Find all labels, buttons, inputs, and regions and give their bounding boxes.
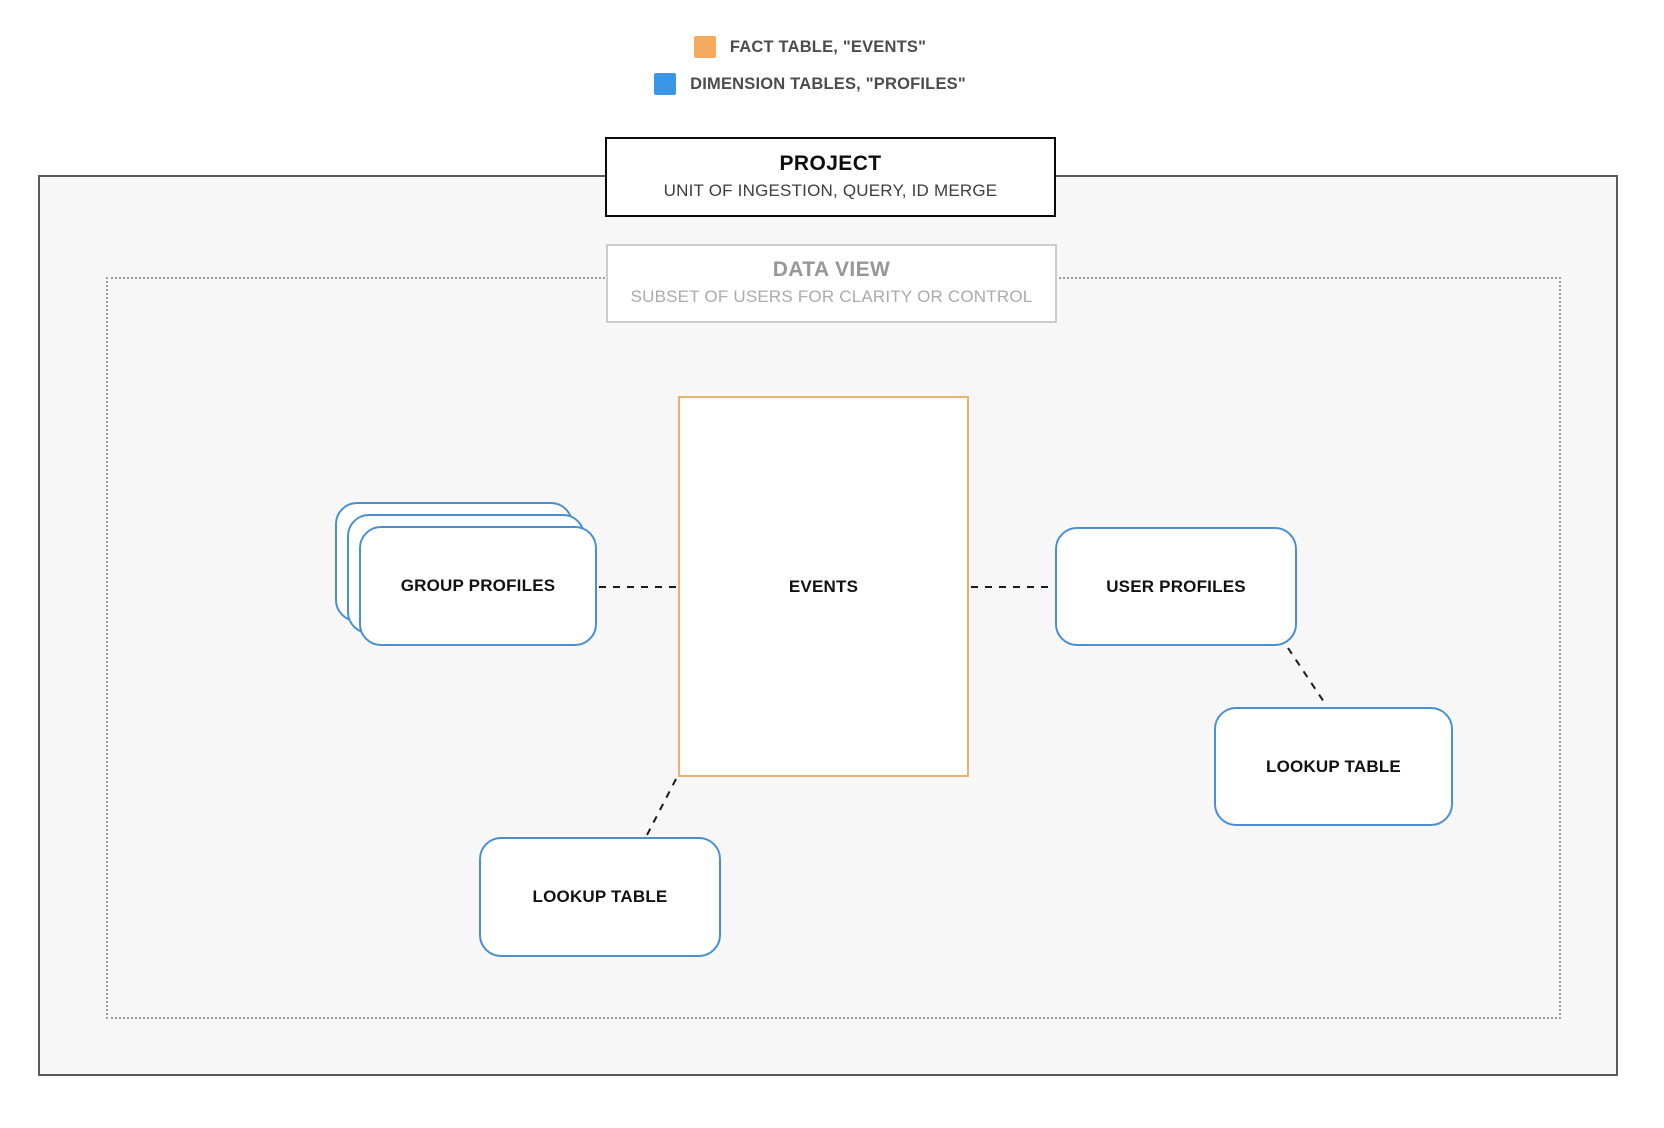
lookup-table-bottom-node: LOOKUP TABLE [479, 837, 721, 957]
group-profiles-node: GROUP PROFILES [359, 526, 597, 646]
lookup-table-bottom-node-label: LOOKUP TABLE [532, 887, 668, 906]
legend: FACT TABLE, "EVENTS" DIMENSION TABLES, "… [0, 36, 1642, 110]
group-profiles-node-label: GROUP PROFILES [400, 576, 556, 595]
lookup-table-right-node: LOOKUP TABLE [1214, 707, 1453, 826]
user-profiles-node: USER PROFILES [1055, 527, 1297, 646]
user-profiles-node-label: USER PROFILES [1106, 576, 1246, 596]
fact-table-swatch-icon [693, 36, 716, 58]
events-node-label: EVENTS [788, 576, 859, 596]
project-title-box: PROJECT UNIT OF INGESTION, QUERY, ID MER… [605, 137, 1056, 217]
project-title: PROJECT [779, 152, 882, 175]
legend-fact-table-label: FACT TABLE, "EVENTS" [729, 37, 927, 56]
legend-item-dimension-tables: DIMENSION TABLES, "PROFILES" [0, 73, 1642, 95]
data-view-title-box: DATA VIEW SUBSET OF USERS FOR CLARITY OR… [606, 244, 1057, 323]
legend-dimension-tables-label: DIMENSION TABLES, "PROFILES" [690, 74, 966, 93]
data-view-subtitle: SUBSET OF USERS FOR CLARITY OR CONTROL [630, 287, 1033, 306]
legend-item-fact-table: FACT TABLE, "EVENTS" [0, 36, 1642, 58]
project-subtitle: UNIT OF INGESTION, QUERY, ID MERGE [663, 181, 998, 200]
data-view-title: DATA VIEW [772, 258, 891, 281]
events-node: EVENTS [678, 396, 969, 777]
dimension-tables-swatch-icon [654, 73, 677, 95]
lookup-table-right-node-label: LOOKUP TABLE [1266, 756, 1401, 776]
